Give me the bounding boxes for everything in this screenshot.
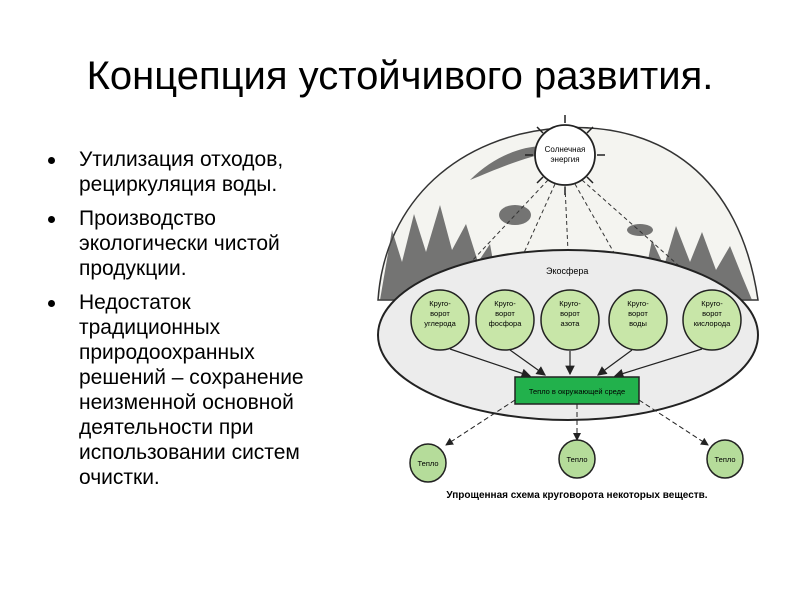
bullet-dot bbox=[48, 300, 55, 307]
heat-output-left: Тепло bbox=[409, 443, 447, 483]
cycle-to-heat-arrows bbox=[449, 348, 703, 379]
cycle-carbon: Круго- ворот углерода bbox=[410, 289, 470, 351]
heat-output-right: Тепло bbox=[706, 439, 744, 479]
bullet-line: природоохранных bbox=[79, 341, 255, 364]
bullet-line: неизменной основной bbox=[79, 391, 294, 414]
svg-text:воды: воды bbox=[629, 319, 647, 328]
svg-text:Круго-: Круго- bbox=[701, 299, 723, 308]
bullet-dot bbox=[48, 216, 55, 223]
bullet-dot bbox=[48, 157, 55, 164]
svg-text:Тепло: Тепло bbox=[417, 459, 438, 468]
bullet-line: Утилизация отходов, bbox=[79, 148, 284, 171]
cycle-oxygen: Круго- ворот кислорода bbox=[682, 289, 742, 351]
bullet-line: решений – сохранение bbox=[79, 366, 304, 389]
svg-text:ворот: ворот bbox=[628, 309, 648, 318]
sun-icon bbox=[525, 115, 605, 195]
cycle-phosphorus: Круго- ворот фосфора bbox=[475, 289, 535, 351]
bullet-line: продукции. bbox=[79, 257, 187, 280]
svg-text:кислорода: кислорода bbox=[694, 319, 731, 328]
heat-output-center: Тепло bbox=[558, 439, 596, 479]
svg-text:Круго-: Круго- bbox=[494, 299, 516, 308]
bullet-line: очистки. bbox=[79, 466, 160, 489]
sun-label: Солнечная bbox=[545, 145, 586, 154]
bullet-line: Недостаток bbox=[79, 291, 191, 314]
bullet-line: традиционных bbox=[79, 316, 221, 339]
bullet-item: Утилизация отходов, рециркуляция воды. bbox=[48, 147, 368, 197]
heat-box-label: Тепло в окружающей среде bbox=[529, 387, 625, 396]
svg-text:ворот: ворот bbox=[430, 309, 450, 318]
heat-loss-arrows bbox=[445, 399, 709, 446]
svg-text:Круго-: Круго- bbox=[559, 299, 581, 308]
svg-text:Круго-: Круго- bbox=[429, 299, 451, 308]
svg-text:фосфора: фосфора bbox=[489, 319, 523, 328]
svg-text:азота: азота bbox=[561, 319, 581, 328]
svg-text:углерода: углерода bbox=[424, 319, 456, 328]
bullet-line: деятельности при bbox=[79, 416, 254, 439]
nutrient-cycle-diagram: Солнечная энергия Экосфера Круго- ворот … bbox=[377, 115, 759, 501]
svg-text:Тепло: Тепло bbox=[714, 455, 735, 464]
svg-text:Круго-: Круго- bbox=[627, 299, 649, 308]
bullet-line: Производство bbox=[79, 207, 216, 230]
sun-label: энергия bbox=[550, 155, 579, 164]
slide-title: Концепция устойчивого развития. bbox=[86, 54, 714, 98]
heat-environment-box bbox=[514, 376, 640, 405]
cycle-water: Круго- ворот воды bbox=[608, 289, 668, 351]
bullet-line: экологически чистой bbox=[79, 232, 280, 255]
cycle-nitrogen: Круго- ворот азота bbox=[540, 289, 600, 351]
bullet-item: Производство экологически чистой продукц… bbox=[48, 206, 368, 281]
svg-text:ворот: ворот bbox=[702, 309, 722, 318]
bullet-item: Недостаток традиционных природоохранных … bbox=[48, 290, 368, 490]
bullet-list: Утилизация отходов, рециркуляция воды. П… bbox=[48, 147, 368, 499]
bullet-line: рециркуляция воды. bbox=[79, 173, 278, 196]
svg-text:Тепло: Тепло bbox=[566, 455, 587, 464]
svg-text:ворот: ворот bbox=[495, 309, 515, 318]
svg-text:ворот: ворот bbox=[560, 309, 580, 318]
bullet-line: использовании систем bbox=[79, 441, 300, 464]
ecosphere-label: Экосфера bbox=[546, 266, 588, 276]
diagram-caption: Упрощенная схема круговорота некоторых в… bbox=[446, 490, 707, 501]
